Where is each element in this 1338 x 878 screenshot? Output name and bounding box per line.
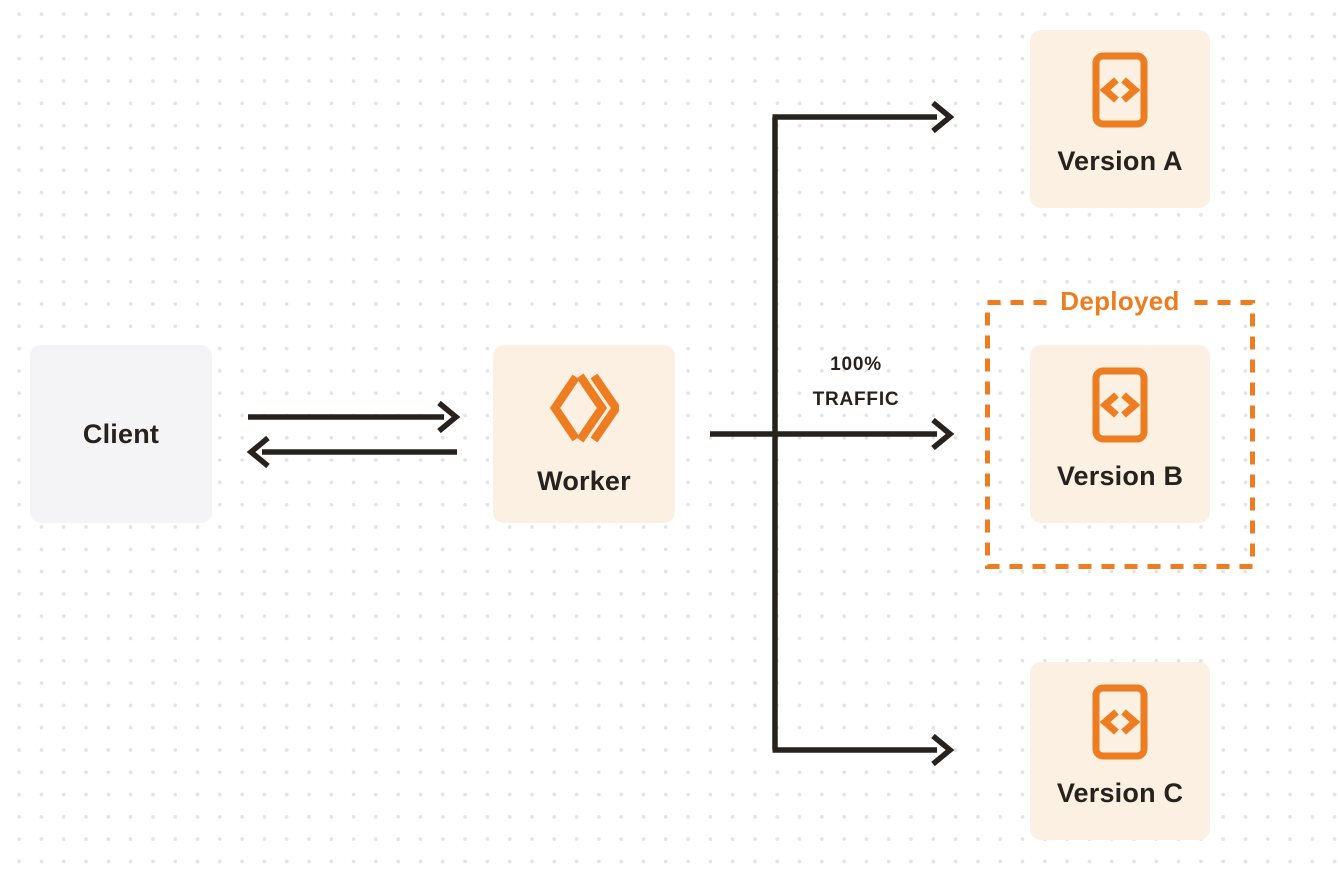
version-c-node: Version C [1030,662,1210,840]
version-c-label: Version C [1056,778,1184,808]
worker-label: Worker [537,466,631,496]
version-a-label: Version A [1057,146,1183,176]
arrowhead-right-icon [437,400,461,434]
code-document-icon [1092,52,1148,133]
code-document-icon [1092,684,1148,765]
cloudflare-workers-logo-icon [549,372,622,449]
traffic-percentage-value: 100% [830,354,882,375]
version-b-node: Version B [1030,345,1210,523]
client-node: Client [30,345,212,523]
version-b-label: Version B [1056,461,1184,491]
arrowhead-right-icon [931,100,955,134]
traffic-percentage-label: 100% TRAFFIC [770,347,942,417]
code-document-icon [1092,367,1148,448]
arrowhead-left-icon [246,435,270,469]
version-a-node: Version A [1030,30,1210,208]
traffic-percentage-caption: TRAFFIC [812,389,900,410]
client-label: Client [82,418,160,449]
arrowhead-right-icon [931,417,955,451]
worker-node: Worker [493,345,675,523]
arrowhead-right-icon [931,733,955,767]
deployed-badge-wrap: Deployed [987,286,1253,317]
deployed-badge: Deployed [1048,286,1192,317]
